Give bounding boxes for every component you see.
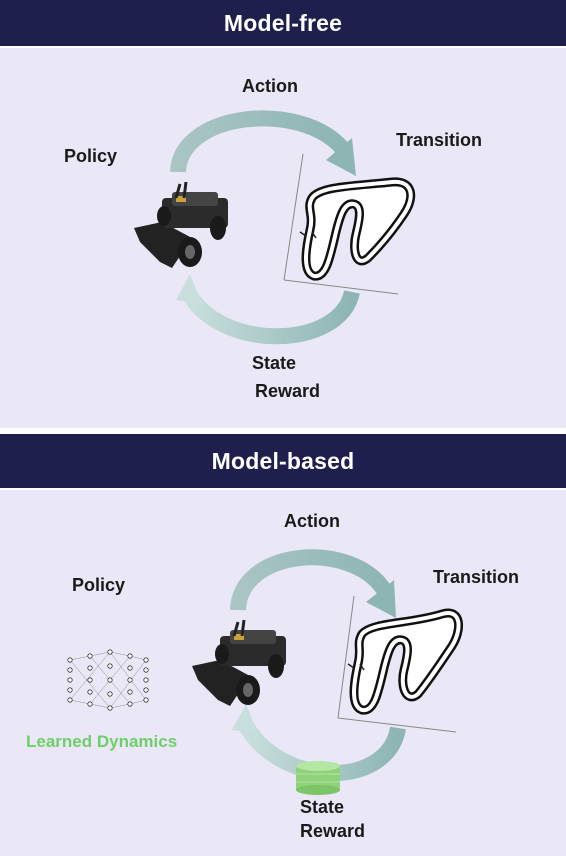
model-free-panel [0, 48, 566, 428]
model-free-title: Model-free [223, 9, 343, 36]
model-based-panel [0, 490, 566, 856]
rc-car-icon [192, 619, 286, 706]
database-icon [296, 761, 340, 795]
mb-transition-label: Transition [433, 567, 520, 587]
mf-action-label: Action [242, 76, 298, 96]
race-track-icon [337, 595, 463, 733]
model-free-header: Model-free [0, 0, 566, 46]
mf-transition-label: Transition [396, 130, 483, 150]
model-based-header: Model-based [0, 434, 566, 488]
cycle-arrow-icon [170, 110, 360, 345]
mf-policy-label: Policy [64, 146, 118, 166]
race-track-icon [283, 153, 416, 295]
mb-reward-label: Reward [300, 821, 366, 841]
mb-state-label: State [300, 797, 345, 817]
neural-network-icon [67, 649, 149, 711]
mf-state-label: State [252, 353, 297, 373]
mb-policy-label: Policy [72, 575, 126, 595]
learned-dynamics-label: Learned Dynamics [26, 732, 178, 751]
mf-reward-label: Reward [255, 381, 321, 401]
mb-action-label: Action [284, 511, 340, 531]
model-based-title: Model-based [211, 447, 355, 474]
rc-car-icon [134, 181, 228, 268]
section-divider [0, 428, 566, 431]
